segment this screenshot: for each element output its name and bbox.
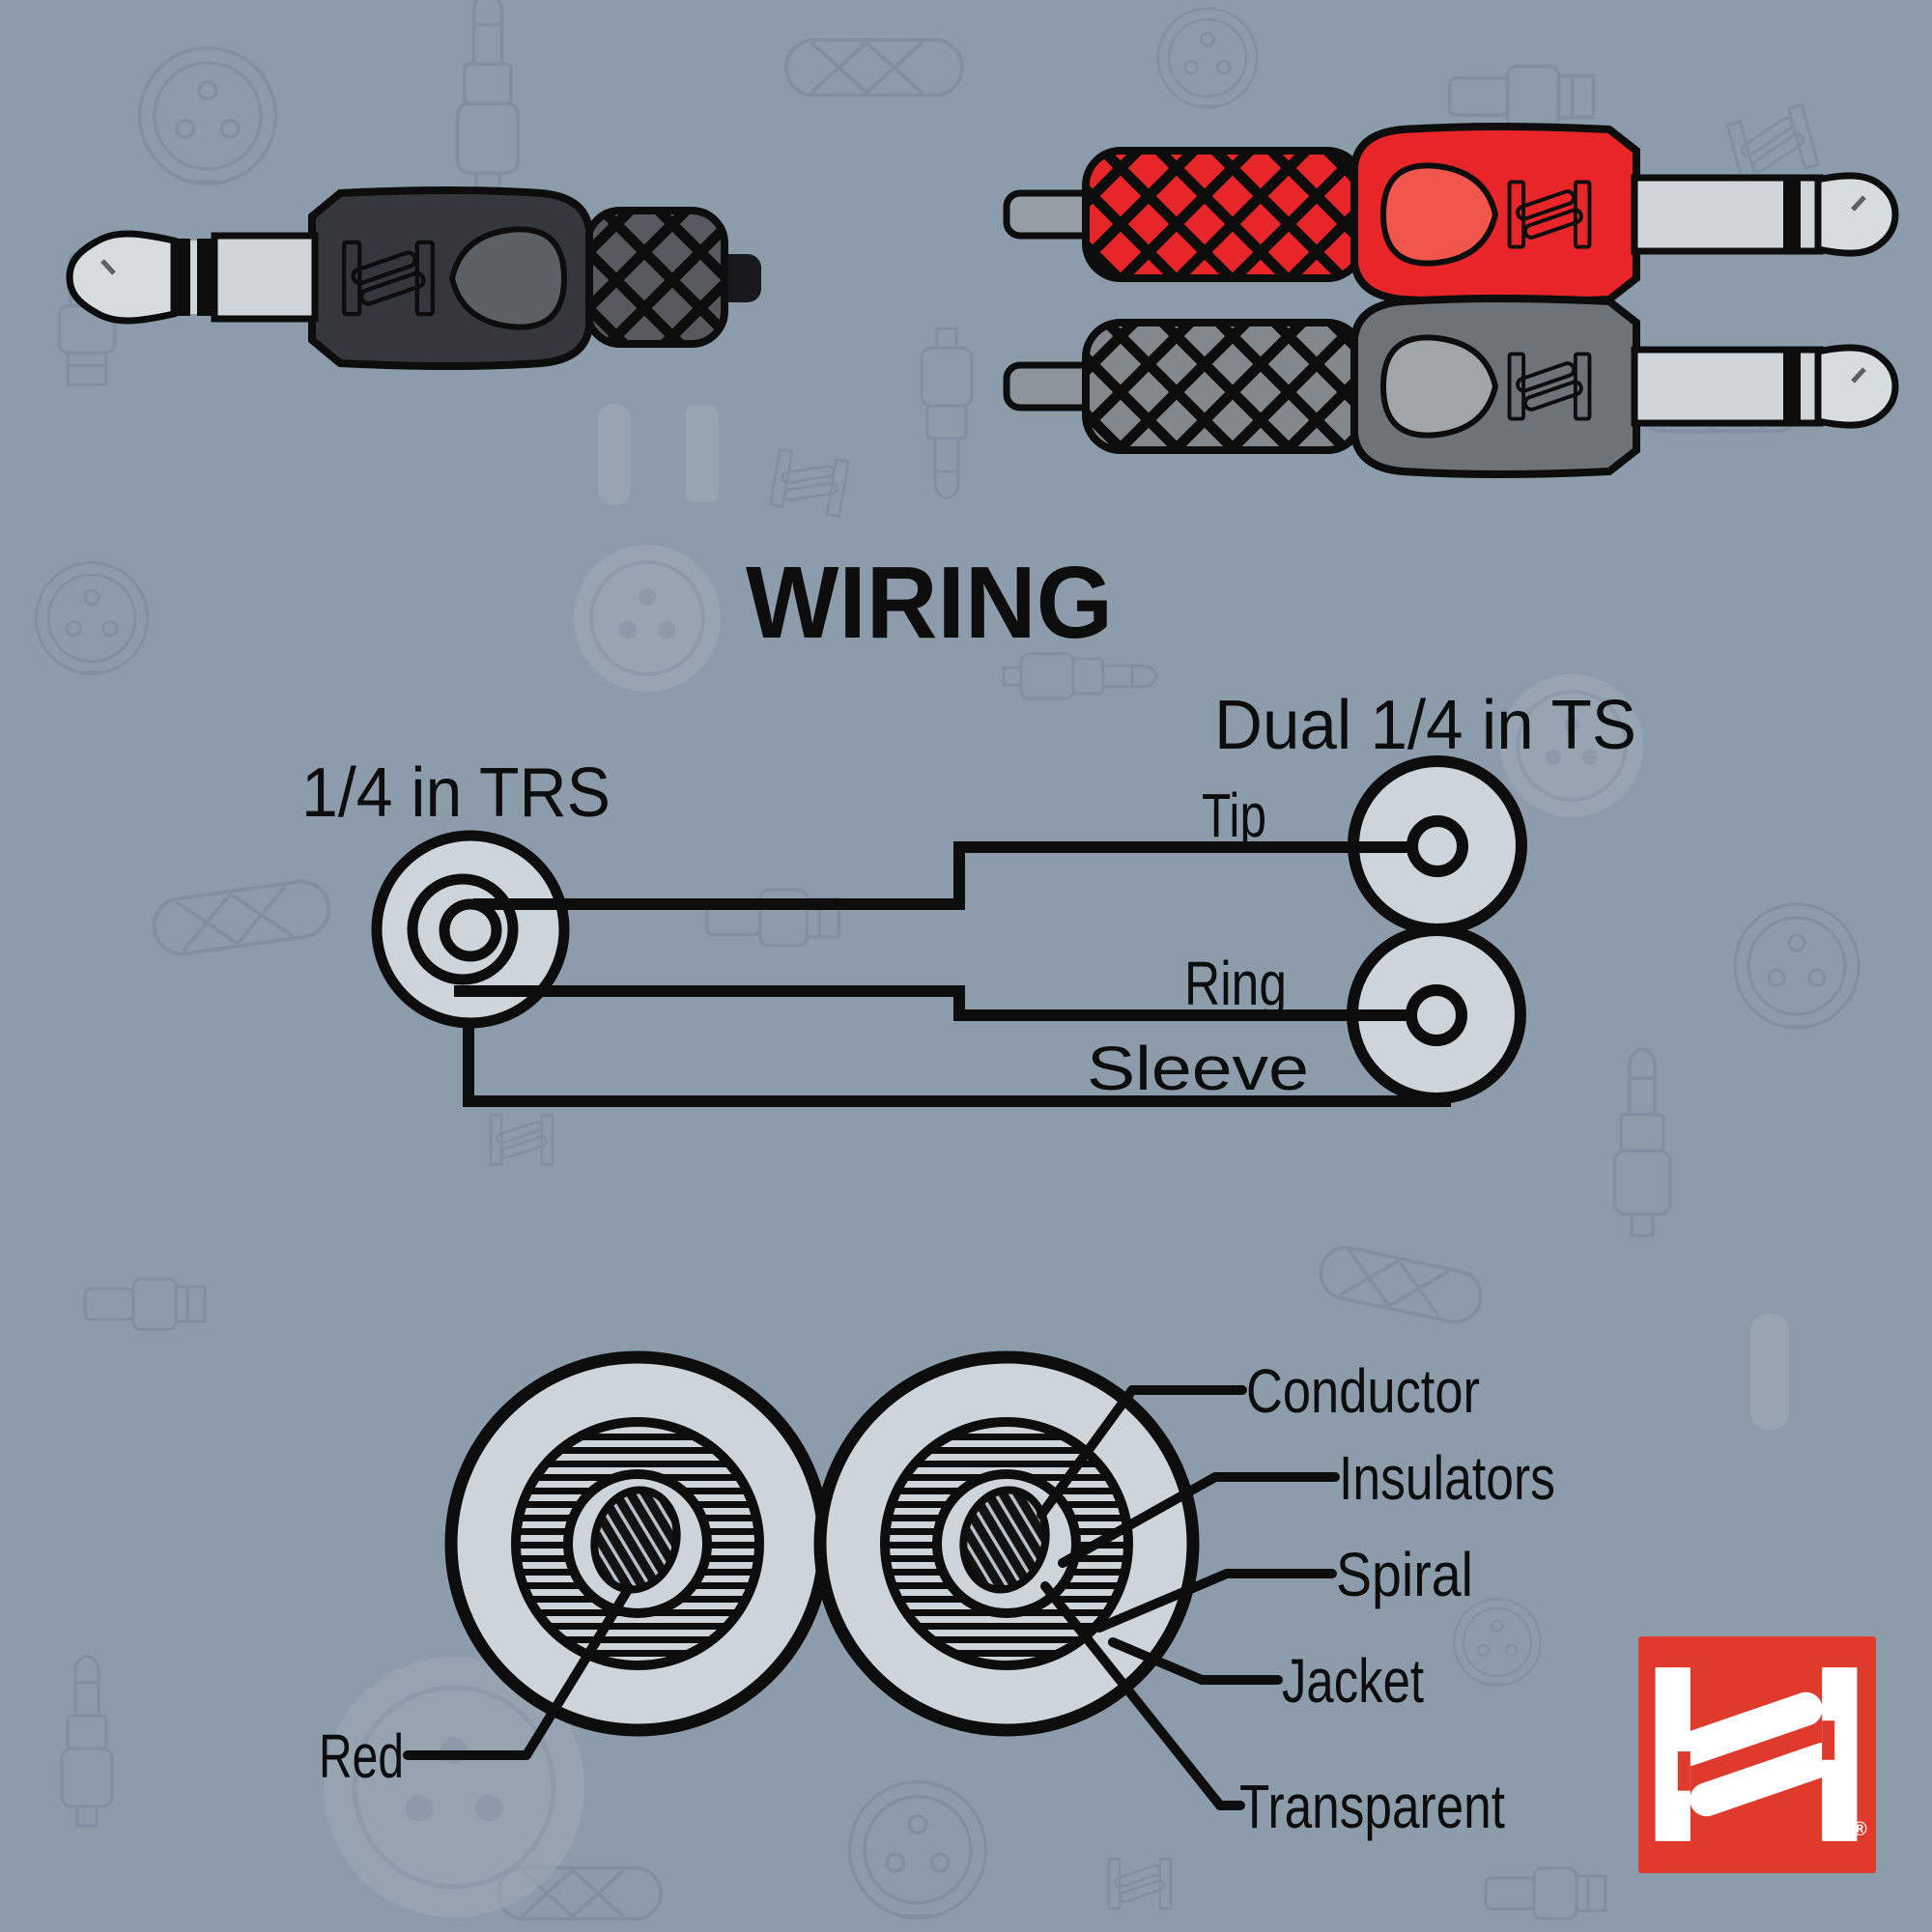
right-conductor-cross-section xyxy=(813,1350,1200,1737)
bg-doodle xyxy=(1314,1240,1488,1329)
red-ts-plug-illustration xyxy=(1003,123,1899,306)
trs-ring-band-2 xyxy=(197,239,215,316)
trs-plug-illustration xyxy=(66,186,761,370)
insulators-label: Insulators xyxy=(1339,1443,1555,1513)
ts-connector-symbols xyxy=(1347,755,1527,1104)
bg-doodle xyxy=(1725,103,1820,186)
transparent-leader xyxy=(1040,1581,1245,1810)
background-silhouettes xyxy=(324,404,1789,1918)
gray-plug-tip xyxy=(1814,344,1899,429)
ts-ring-hole xyxy=(1406,984,1467,1046)
bg-doodle xyxy=(784,38,964,98)
bg-doodle xyxy=(60,1654,114,1828)
trs-plug-body-inset xyxy=(448,226,568,330)
gray-plug-ring-band xyxy=(1783,352,1801,421)
gray-tip-glint xyxy=(1851,367,1866,384)
ts-destination-label: Dual 1/4 in TS xyxy=(1214,687,1636,764)
red-plug-tip xyxy=(1814,172,1899,257)
bg-doodle xyxy=(35,561,149,675)
hosa-logo-square xyxy=(1638,1636,1876,1873)
sleeve-wire xyxy=(463,1023,1451,1107)
bg-doodle xyxy=(1733,902,1861,1030)
cable-cross-section: Conductor Insulators Spiral Jacket Trans… xyxy=(319,1350,1555,1841)
bg-doodle xyxy=(489,1114,554,1166)
bg-doodle xyxy=(1612,1046,1672,1237)
ts-tip-hole xyxy=(1406,815,1468,877)
red-leader xyxy=(403,1583,634,1760)
transparent-label: Transparent xyxy=(1239,1772,1505,1841)
bg-doodle xyxy=(455,0,521,198)
bg-doodle xyxy=(1453,1598,1542,1687)
sleeve-wire-label: Sleeve xyxy=(1087,1034,1309,1103)
red-plug-strain-relief xyxy=(1082,147,1366,282)
gray-ts-plug-illustration xyxy=(1003,295,1899,478)
conductor-label: Conductor xyxy=(1246,1356,1480,1426)
wiring-diagram: 1/4 in TRS Dual 1/4 in TS Tip Ring Sleev… xyxy=(301,687,1636,1107)
spiral-leader xyxy=(1094,1569,1337,1633)
trs-insulator-gap xyxy=(189,241,199,314)
trs-plug-strain-relief xyxy=(583,207,728,348)
jacket-leader xyxy=(1108,1637,1283,1685)
tip-wire-label: Tip xyxy=(1202,781,1266,850)
bg-doodle xyxy=(1484,1866,1607,1920)
page-title: WIRING xyxy=(746,546,1113,660)
registered-trademark-symbol: ® xyxy=(1853,1819,1867,1840)
bg-doodle xyxy=(137,45,278,186)
bg-doodle xyxy=(920,327,974,500)
hosa-logo: ® xyxy=(1638,1636,1876,1873)
red-plug-ring-band xyxy=(1783,180,1801,249)
ring-wire-label: Ring xyxy=(1184,949,1287,1018)
spiral-label: Spiral xyxy=(1336,1540,1473,1609)
bg-doodle xyxy=(705,888,840,948)
bg-doodle xyxy=(1156,7,1259,109)
tip-wire xyxy=(473,841,1413,910)
trs-tip-glint xyxy=(100,259,116,275)
red-plug-body-inset xyxy=(1379,162,1499,267)
wires xyxy=(454,841,1451,1107)
bg-doodle xyxy=(847,1779,988,1920)
ring-wire xyxy=(454,985,1412,1021)
bg-doodle xyxy=(1107,1858,1173,1910)
bg-doodle xyxy=(148,876,335,959)
bg-doodle xyxy=(1002,652,1158,700)
insulators-leader xyxy=(1058,1472,1340,1568)
gray-plug-strain-relief xyxy=(1082,319,1366,454)
trs-source-label: 1/4 in TRS xyxy=(301,754,611,832)
conductor-leader xyxy=(1037,1385,1247,1520)
red-label: Red xyxy=(319,1721,404,1791)
left-conductor-cross-section xyxy=(444,1350,831,1737)
bg-doodle xyxy=(83,1277,207,1331)
bg-doodle xyxy=(1447,64,1596,128)
trs-plug-shaft xyxy=(211,232,319,323)
callout-leader-lines xyxy=(403,1385,1340,1810)
trs-plug-tip xyxy=(66,230,178,325)
red-tip-glint xyxy=(1851,195,1866,212)
gray-plug-body-inset xyxy=(1379,334,1499,439)
bg-doodle xyxy=(769,448,850,518)
jacket-label: Jacket xyxy=(1282,1646,1424,1716)
